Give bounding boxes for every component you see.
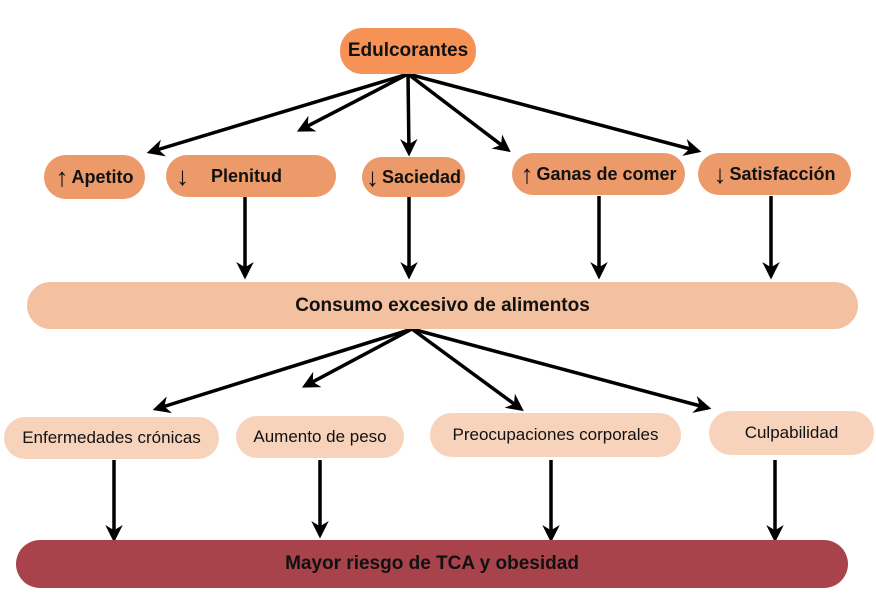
arrow-edulcorantes-apetito (146, 72, 409, 157)
node-enfermedades: Enfermedades crónicas (4, 417, 219, 459)
node-apetito-label: Apetito (71, 166, 134, 187)
node-ganas-label: Ganas de comer (536, 163, 677, 184)
node-saciedad-label: Saciedad (381, 166, 462, 187)
arrow-down-icon: ↓ (365, 162, 379, 192)
node-consumo-label: Consumo excesivo de alimentos (295, 294, 590, 316)
node-edulcorantes-label: Edulcorantes (347, 40, 469, 61)
node-satisfaccion-label: Satisfacción (729, 163, 836, 184)
node-aumento: Aumento de peso (236, 416, 404, 458)
arrow-edulcorantes-saciedad (400, 73, 418, 157)
node-consumo: Consumo excesivo de alimentos (27, 282, 858, 329)
node-saciedad: ↓ Saciedad (362, 157, 465, 197)
arrow-edulcorantes-ganas (406, 72, 511, 153)
arrow-up-icon: ↑ (55, 162, 69, 192)
node-enfermedades-label: Enfermedades crónicas (22, 428, 201, 447)
arrow-consumo-preocupaciones (410, 327, 524, 412)
node-riesgo-label: Mayor riesgo de TCA y obesidad (285, 553, 579, 574)
node-ganas-de-comer: ↑ Ganas de comer (512, 153, 685, 195)
arrow-down-icon: ↓ (176, 161, 189, 191)
arrow-up-icon: ↑ (520, 159, 534, 189)
node-apetito: ↑ Apetito (44, 155, 145, 199)
arrow-consumo-aumento (301, 327, 413, 388)
arrow-edulcorantes-plenitud (296, 72, 409, 132)
arrow-down-icon: ↓ (713, 159, 727, 189)
arrow-edulcorantes-satisfaccion (407, 72, 702, 156)
node-plenitud: ↓ Plenitud (166, 155, 336, 197)
node-culpabilidad: Culpabilidad (709, 411, 874, 455)
node-plenitud-label: Plenitud (211, 165, 282, 186)
arrow-consumo-enfermedades (152, 327, 413, 414)
node-preocupaciones: Preocupaciones corporales (430, 413, 681, 457)
arrow-consumo-culpabilidad (411, 327, 712, 413)
node-satisfaccion: ↓ Satisfacción (698, 153, 851, 195)
node-preocupaciones-label: Preocupaciones corporales (452, 425, 659, 444)
node-aumento-label: Aumento de peso (253, 427, 387, 446)
node-riesgo: Mayor riesgo de TCA y obesidad (16, 540, 848, 588)
node-culpabilidad-label: Culpabilidad (744, 423, 839, 442)
node-edulcorantes: Edulcorantes (340, 28, 476, 74)
